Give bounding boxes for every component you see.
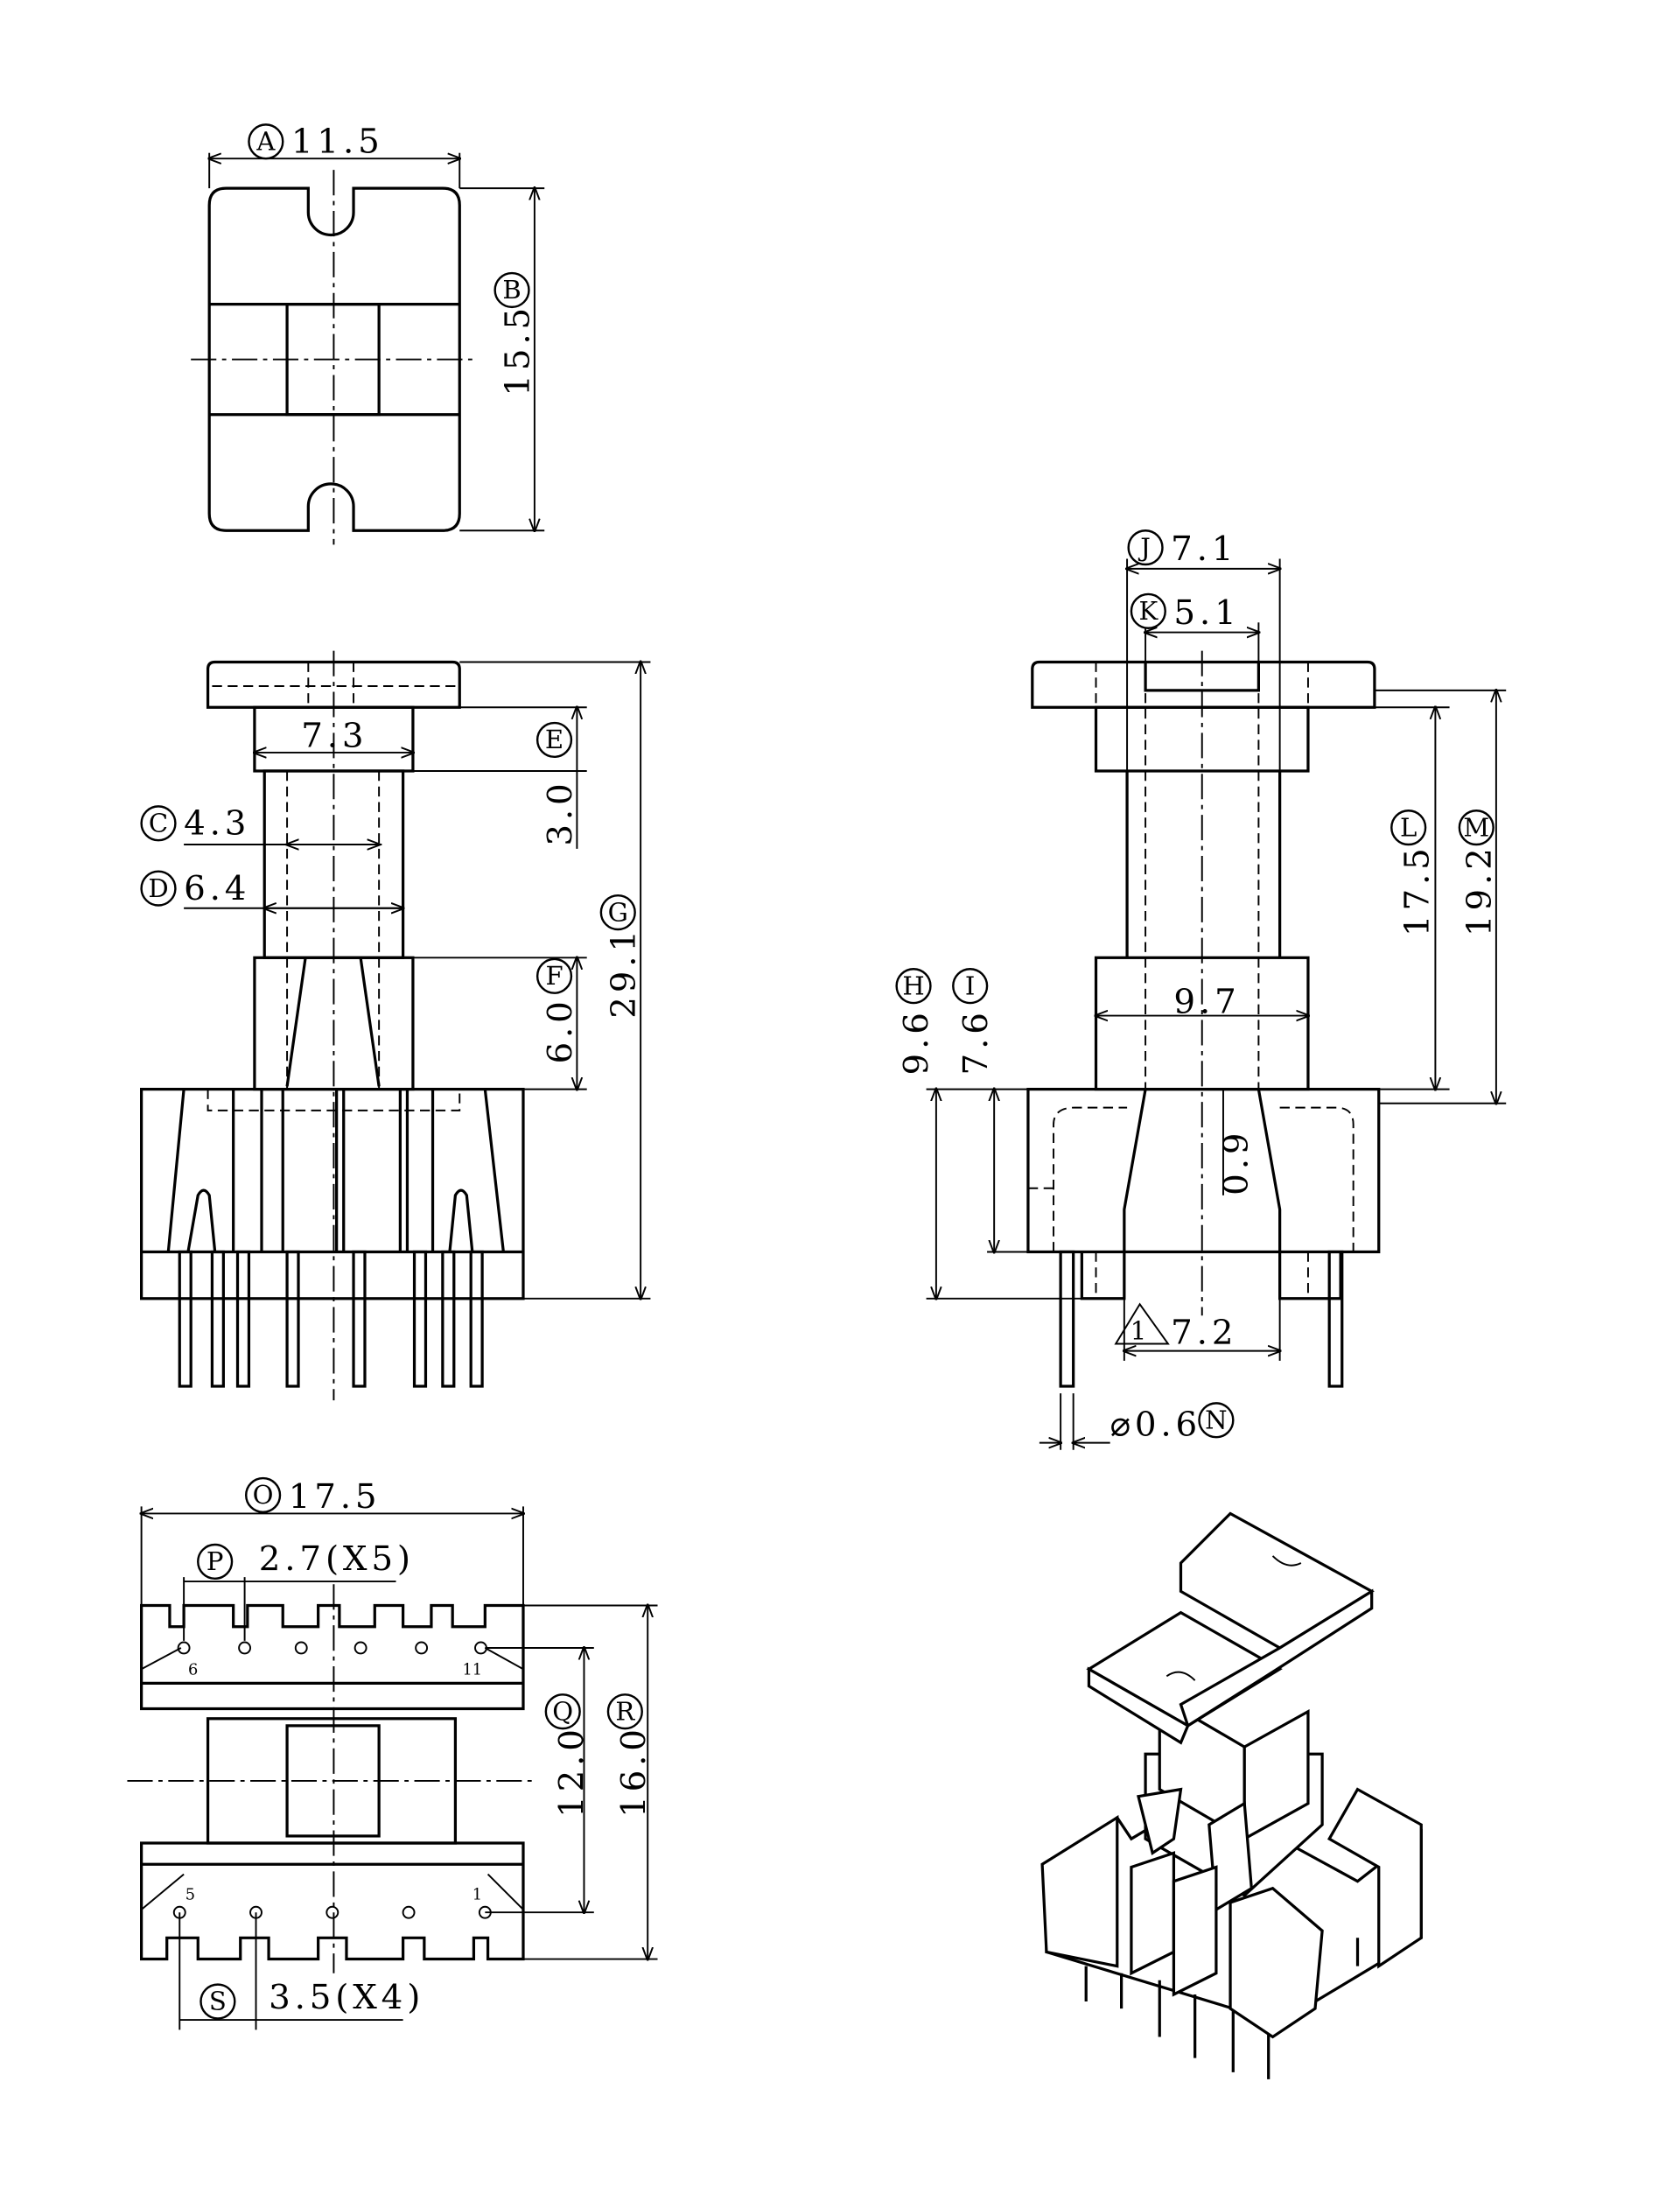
- dim-m: M19.2: [1458, 810, 1499, 936]
- svg-text:K: K: [1138, 596, 1158, 626]
- svg-text:17.5: 17.5: [289, 1477, 382, 1517]
- pin-label-1: 1: [472, 1887, 482, 1904]
- dim-c: C 4.3: [140, 804, 250, 844]
- svg-text:L: L: [1400, 812, 1417, 842]
- dim-d: D 6.4: [140, 869, 250, 908]
- svg-text:M: M: [1463, 812, 1489, 842]
- svg-text:16.0: 16.0: [614, 1725, 654, 1818]
- dim-b: B15.5: [494, 271, 537, 396]
- svg-text:B: B: [502, 275, 521, 305]
- svg-text:15.5: 15.5: [498, 304, 537, 396]
- svg-text:5.1: 5.1: [1173, 593, 1240, 633]
- svg-text:6.0: 6.0: [541, 997, 580, 1063]
- dim-g: G29.1: [599, 894, 644, 1019]
- dim-f: F 6.0: [536, 957, 580, 1064]
- svg-text:R: R: [615, 1696, 635, 1726]
- dim-a: A 11.5: [248, 123, 384, 162]
- svg-text:Q: Q: [552, 1696, 573, 1726]
- svg-text:3.5(X4): 3.5(X4): [269, 1978, 424, 2017]
- svg-text:7.3: 7.3: [301, 717, 368, 756]
- dim-k: K 5.1: [1130, 592, 1240, 633]
- svg-text:I: I: [965, 971, 975, 1000]
- svg-text:11.5: 11.5: [291, 123, 384, 162]
- svg-text:P: P: [206, 1546, 224, 1576]
- svg-text:A: A: [256, 126, 276, 156]
- svg-text:1: 1: [1130, 1316, 1147, 1346]
- svg-text:E: E: [545, 725, 564, 754]
- dim-p: P 2.7(X5): [197, 1539, 415, 1581]
- dim-h: H 9.6: [895, 968, 936, 1075]
- svg-text:C: C: [149, 808, 168, 838]
- svg-text:D: D: [148, 873, 168, 903]
- dim-r: R16.0: [606, 1693, 654, 1818]
- svg-text:⌀0.6: ⌀0.6: [1110, 1405, 1201, 1445]
- svg-text:12.0: 12.0: [552, 1725, 592, 1818]
- iso-pins: [1084, 1938, 1360, 2079]
- svg-text:N: N: [1205, 1405, 1227, 1434]
- pins-front: [178, 1250, 484, 1388]
- svg-text:J: J: [1138, 532, 1151, 562]
- svg-text:O: O: [253, 1480, 274, 1510]
- svg-text:2.7(X5): 2.7(X5): [259, 1539, 415, 1579]
- svg-text:G: G: [608, 897, 628, 927]
- svg-text:7.2: 7.2: [1171, 1314, 1237, 1353]
- svg-text:19.2: 19.2: [1460, 844, 1499, 936]
- front-view: 7.3 C 4.3 D 6.4 E 3.0 F 6.0 G29.1: [140, 650, 651, 1401]
- svg-text:0.9: 0.9: [1216, 1129, 1256, 1195]
- dim-s: S 3.5(X4): [200, 1978, 424, 2020]
- svg-text:7.6: 7.6: [956, 1008, 996, 1075]
- pin-label-11: 11: [462, 1662, 482, 1679]
- dim-e: E 3.0: [536, 721, 580, 846]
- bottom-view: 6 11 5 1 O 17.5 P 2.7(X5) Q12.0 R16.0 S 3.5…: [127, 1476, 658, 2030]
- svg-text:4.3: 4.3: [184, 804, 250, 844]
- isometric-view: [1040, 1511, 1423, 2079]
- pin-label-5: 5: [186, 1887, 195, 1904]
- svg-text:6.4: 6.4: [184, 869, 250, 908]
- svg-text:3.0: 3.0: [541, 779, 580, 845]
- pin-label-6: 6: [188, 1662, 198, 1679]
- svg-text:17.5: 17.5: [1397, 844, 1437, 936]
- dim-q: Q12.0: [544, 1693, 592, 1818]
- svg-text:H: H: [902, 971, 924, 1000]
- svg-text:S: S: [209, 1987, 227, 2016]
- dim-o: O 17.5: [245, 1476, 382, 1517]
- dim-l: L17.5: [1390, 810, 1437, 936]
- top-view: A 11.5 B15.5: [191, 123, 545, 545]
- svg-text:7.1: 7.1: [1171, 529, 1237, 569]
- dim-j: J 7.1: [1127, 529, 1237, 569]
- dim-i: I 7.6: [952, 968, 996, 1075]
- svg-text:9.7: 9.7: [1173, 982, 1240, 1021]
- svg-text:9.6: 9.6: [897, 1008, 936, 1075]
- svg-text:29.1: 29.1: [605, 926, 644, 1019]
- svg-text:F: F: [545, 961, 563, 991]
